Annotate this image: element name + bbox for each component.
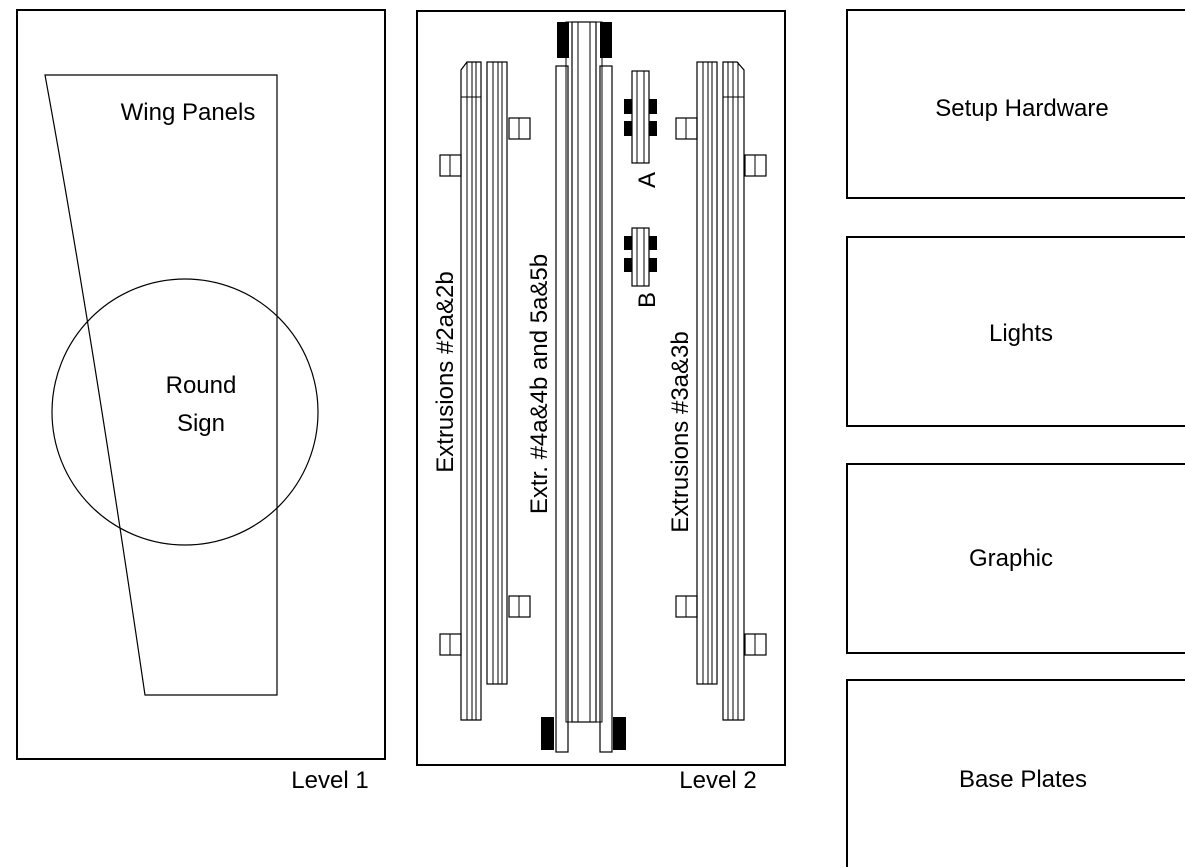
part-a-label: A bbox=[634, 172, 661, 188]
setup-hardware-label: Setup Hardware bbox=[935, 95, 1108, 122]
setup-hardware-box: Setup Hardware bbox=[846, 9, 1185, 199]
graphic-box: Graphic bbox=[846, 463, 1185, 654]
extrusion-2a bbox=[460, 61, 482, 721]
round-sign-label-line2: Sign bbox=[177, 410, 225, 437]
left-brackets bbox=[439, 117, 531, 656]
part-b-label: B bbox=[634, 292, 661, 308]
round-sign-outline bbox=[51, 278, 319, 546]
part-b bbox=[624, 227, 657, 287]
wing-panels-outline bbox=[44, 74, 278, 696]
center-end-caps bbox=[541, 22, 626, 750]
extrusion-center bbox=[555, 21, 613, 753]
level-1-frame bbox=[16, 9, 386, 760]
extrusion-2b bbox=[486, 61, 508, 685]
base-plates-label: Base Plates bbox=[959, 766, 1087, 793]
level-2-caption: Level 2 bbox=[679, 767, 756, 794]
extrusions-center-label: Extr. #4a&4b and 5a&5b bbox=[526, 254, 553, 514]
level-2-frame bbox=[416, 10, 786, 766]
level-2-panel: Extrusions #2a&2b Extr. #4a&4b and 5a&5b… bbox=[416, 10, 786, 794]
extrusions-left-label: Extrusions #2a&2b bbox=[432, 271, 459, 472]
extrusion-3a bbox=[696, 61, 718, 685]
right-brackets bbox=[675, 117, 767, 656]
extrusions-right-label: Extrusions #3a&3b bbox=[667, 331, 694, 532]
lights-box: Lights bbox=[846, 236, 1185, 427]
wing-panels-label: Wing Panels bbox=[121, 99, 256, 126]
level-1-caption: Level 1 bbox=[291, 767, 368, 794]
extrusion-3b bbox=[722, 61, 745, 721]
part-a bbox=[624, 70, 657, 164]
level-1-panel: Wing Panels Round Sign Level 1 bbox=[16, 9, 386, 794]
base-plates-box: Base Plates bbox=[846, 679, 1185, 867]
round-sign-label-line1: Round bbox=[166, 372, 237, 399]
lights-label: Lights bbox=[989, 320, 1053, 347]
graphic-label: Graphic bbox=[969, 545, 1053, 572]
